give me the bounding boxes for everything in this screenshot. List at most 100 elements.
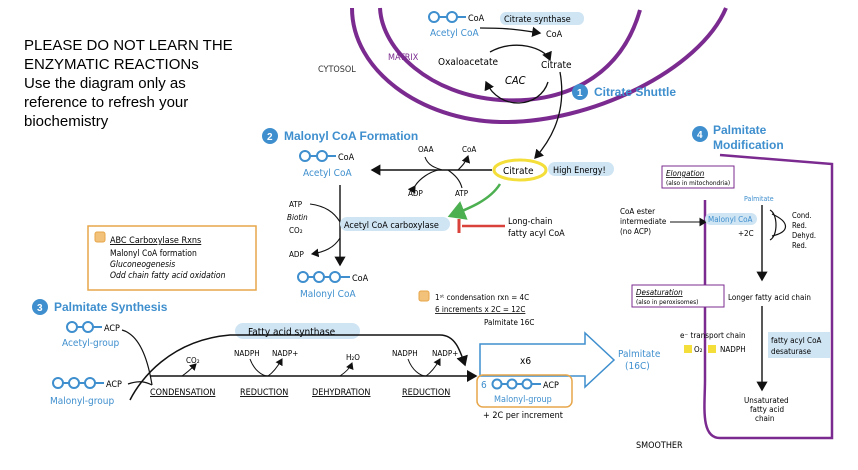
inner-membrane [378,7,642,103]
elongation-box [661,165,735,189]
fatty-acyl-coa-label: fatty acyl CoA [508,229,565,239]
arrow [249,358,283,377]
oaa-label: OAA [418,145,434,154]
arrow [407,358,441,377]
outer-membrane [350,7,728,125]
palmitate-label: Palmitate [618,349,661,360]
cytosol-label: CYTOSOL [318,65,356,75]
repeat-label: x6 [520,356,531,367]
o2-label: O₂ [694,345,703,354]
step-dehydration: DEHYDRATION [312,388,370,398]
malonyl-increment-box [476,374,573,408]
unsaturated-label: Unsaturated [744,396,789,405]
o2-marker [684,345,692,353]
abc-item: Odd chain fatty acid oxidation [110,271,226,281]
six-label: 6 [481,380,487,391]
nadph-label: NADPH [720,345,746,354]
condensation-note: 1ˢᵗ condensation rxn = 4C [435,293,529,302]
disclaimer-note: PLEASE DO NOT LEARN THE ENZYMATIC REACTI… [24,36,264,131]
note-line: Use the diagram only as [24,75,186,92]
coa-label: CoA [462,145,476,154]
step-4-badge [692,126,708,142]
acp-label: ACP [543,381,559,391]
note-line: biochemistry [24,113,109,130]
repeat-arrow [479,331,616,389]
unsaturated-label: fatty acid [750,405,784,414]
acp-label: ACP [104,324,120,334]
palmitate-16c-label: (16C) [625,361,650,372]
atp-label: ATP [455,189,469,198]
step-3-badge [32,299,48,315]
elongation-cycle-icon [771,213,787,237]
citrate-shuttle-title: Citrate Shuttle [594,85,676,99]
step-2-badge [262,128,278,144]
acp-label: ACP [106,380,122,390]
citrate-highlight [492,158,548,182]
cac-label: CAC [505,74,526,87]
coa-ester-label: intermediate [620,217,667,226]
high-energy-highlight [548,162,614,176]
note-icon [418,290,430,302]
citrate-label: Citrate [503,166,534,177]
long-chain-label: Long-chain [508,217,552,227]
increment-note: 6 increments x 2C = 12C [435,305,525,314]
arrow [407,169,439,194]
arrow [181,363,197,377]
desaturase-highlight [768,332,830,358]
acetyl-coa-label: Acetyl CoA [430,28,479,39]
elongation-label: Elongation [666,169,705,178]
step-2-number: 2 [267,132,273,143]
arrow [310,237,341,258]
increment-label: + 2C per increment [483,411,563,421]
citrate-label: Citrate [541,60,572,71]
activation-arrow [447,183,502,220]
note-line: reference to refresh your [24,94,189,111]
modification-membrane [703,153,834,440]
arrow [484,80,549,104]
arrow [479,26,542,37]
fatty-acid-synthase-label: Fatty acid synthase [248,327,336,338]
arrow [489,44,552,62]
input-co2: CO₂ [289,226,303,235]
desaturase-label: fatty acyl CoA [771,336,821,345]
desaturase-label: desaturase [771,347,812,356]
coa-ester-label: (no ACP) [620,227,651,236]
step-1-badge [572,84,588,100]
malonyl-highlight [705,213,757,225]
unsaturated-label: chain [755,414,775,423]
malonyl-group-label: Malonyl-group [50,396,114,407]
coa-label: CoA [338,153,355,163]
abc-item: Gluconeogenesis [110,260,175,270]
citrate-export-arrow [534,71,563,159]
acetyl-group-label: Acetyl-group [62,338,119,349]
acetyl-acp-icon [66,321,102,333]
nadph-label: NADPH [392,349,418,358]
malonyl-coa-formation-title: Malonyl CoA Formation [284,129,418,143]
desaturation-label: Desaturation [636,288,683,297]
malonyl-group-label: Malonyl-group [494,395,552,405]
step-3-number: 3 [37,303,43,314]
abc-item: Malonyl CoA formation [110,249,197,259]
abc-box-title: ABC Carboxylase Rxns [110,236,201,246]
elongation-sub: (also in mitochondria) [666,179,730,187]
malonyl-coa-label: Malonyl CoA [708,215,753,224]
nadp-label: NADP+ [432,349,458,358]
cycle-step: Red. [792,221,807,230]
step-condensation: CONDENSATION [150,388,215,398]
input-atp: ATP [289,200,303,209]
adp-label: ADP [408,189,423,198]
smoother-label: SMOOTHER [636,441,683,451]
step-1-number: 1 [577,88,583,99]
longer-chain-label: Longer fatty acid chain [728,293,811,302]
enzyme-highlight [340,217,450,231]
palmitate-small-label: Palmitate [744,195,774,203]
enzyme-highlight [500,12,584,25]
arrow [339,362,354,377]
acetyl-coa-carboxylase-label: Acetyl CoA carboxylase [344,221,439,231]
arrow [447,169,463,189]
step-reduction: REDUCTION [402,388,450,398]
acetyl-coa-icon [299,150,336,162]
arrow [457,154,471,171]
note-icon [94,231,106,243]
